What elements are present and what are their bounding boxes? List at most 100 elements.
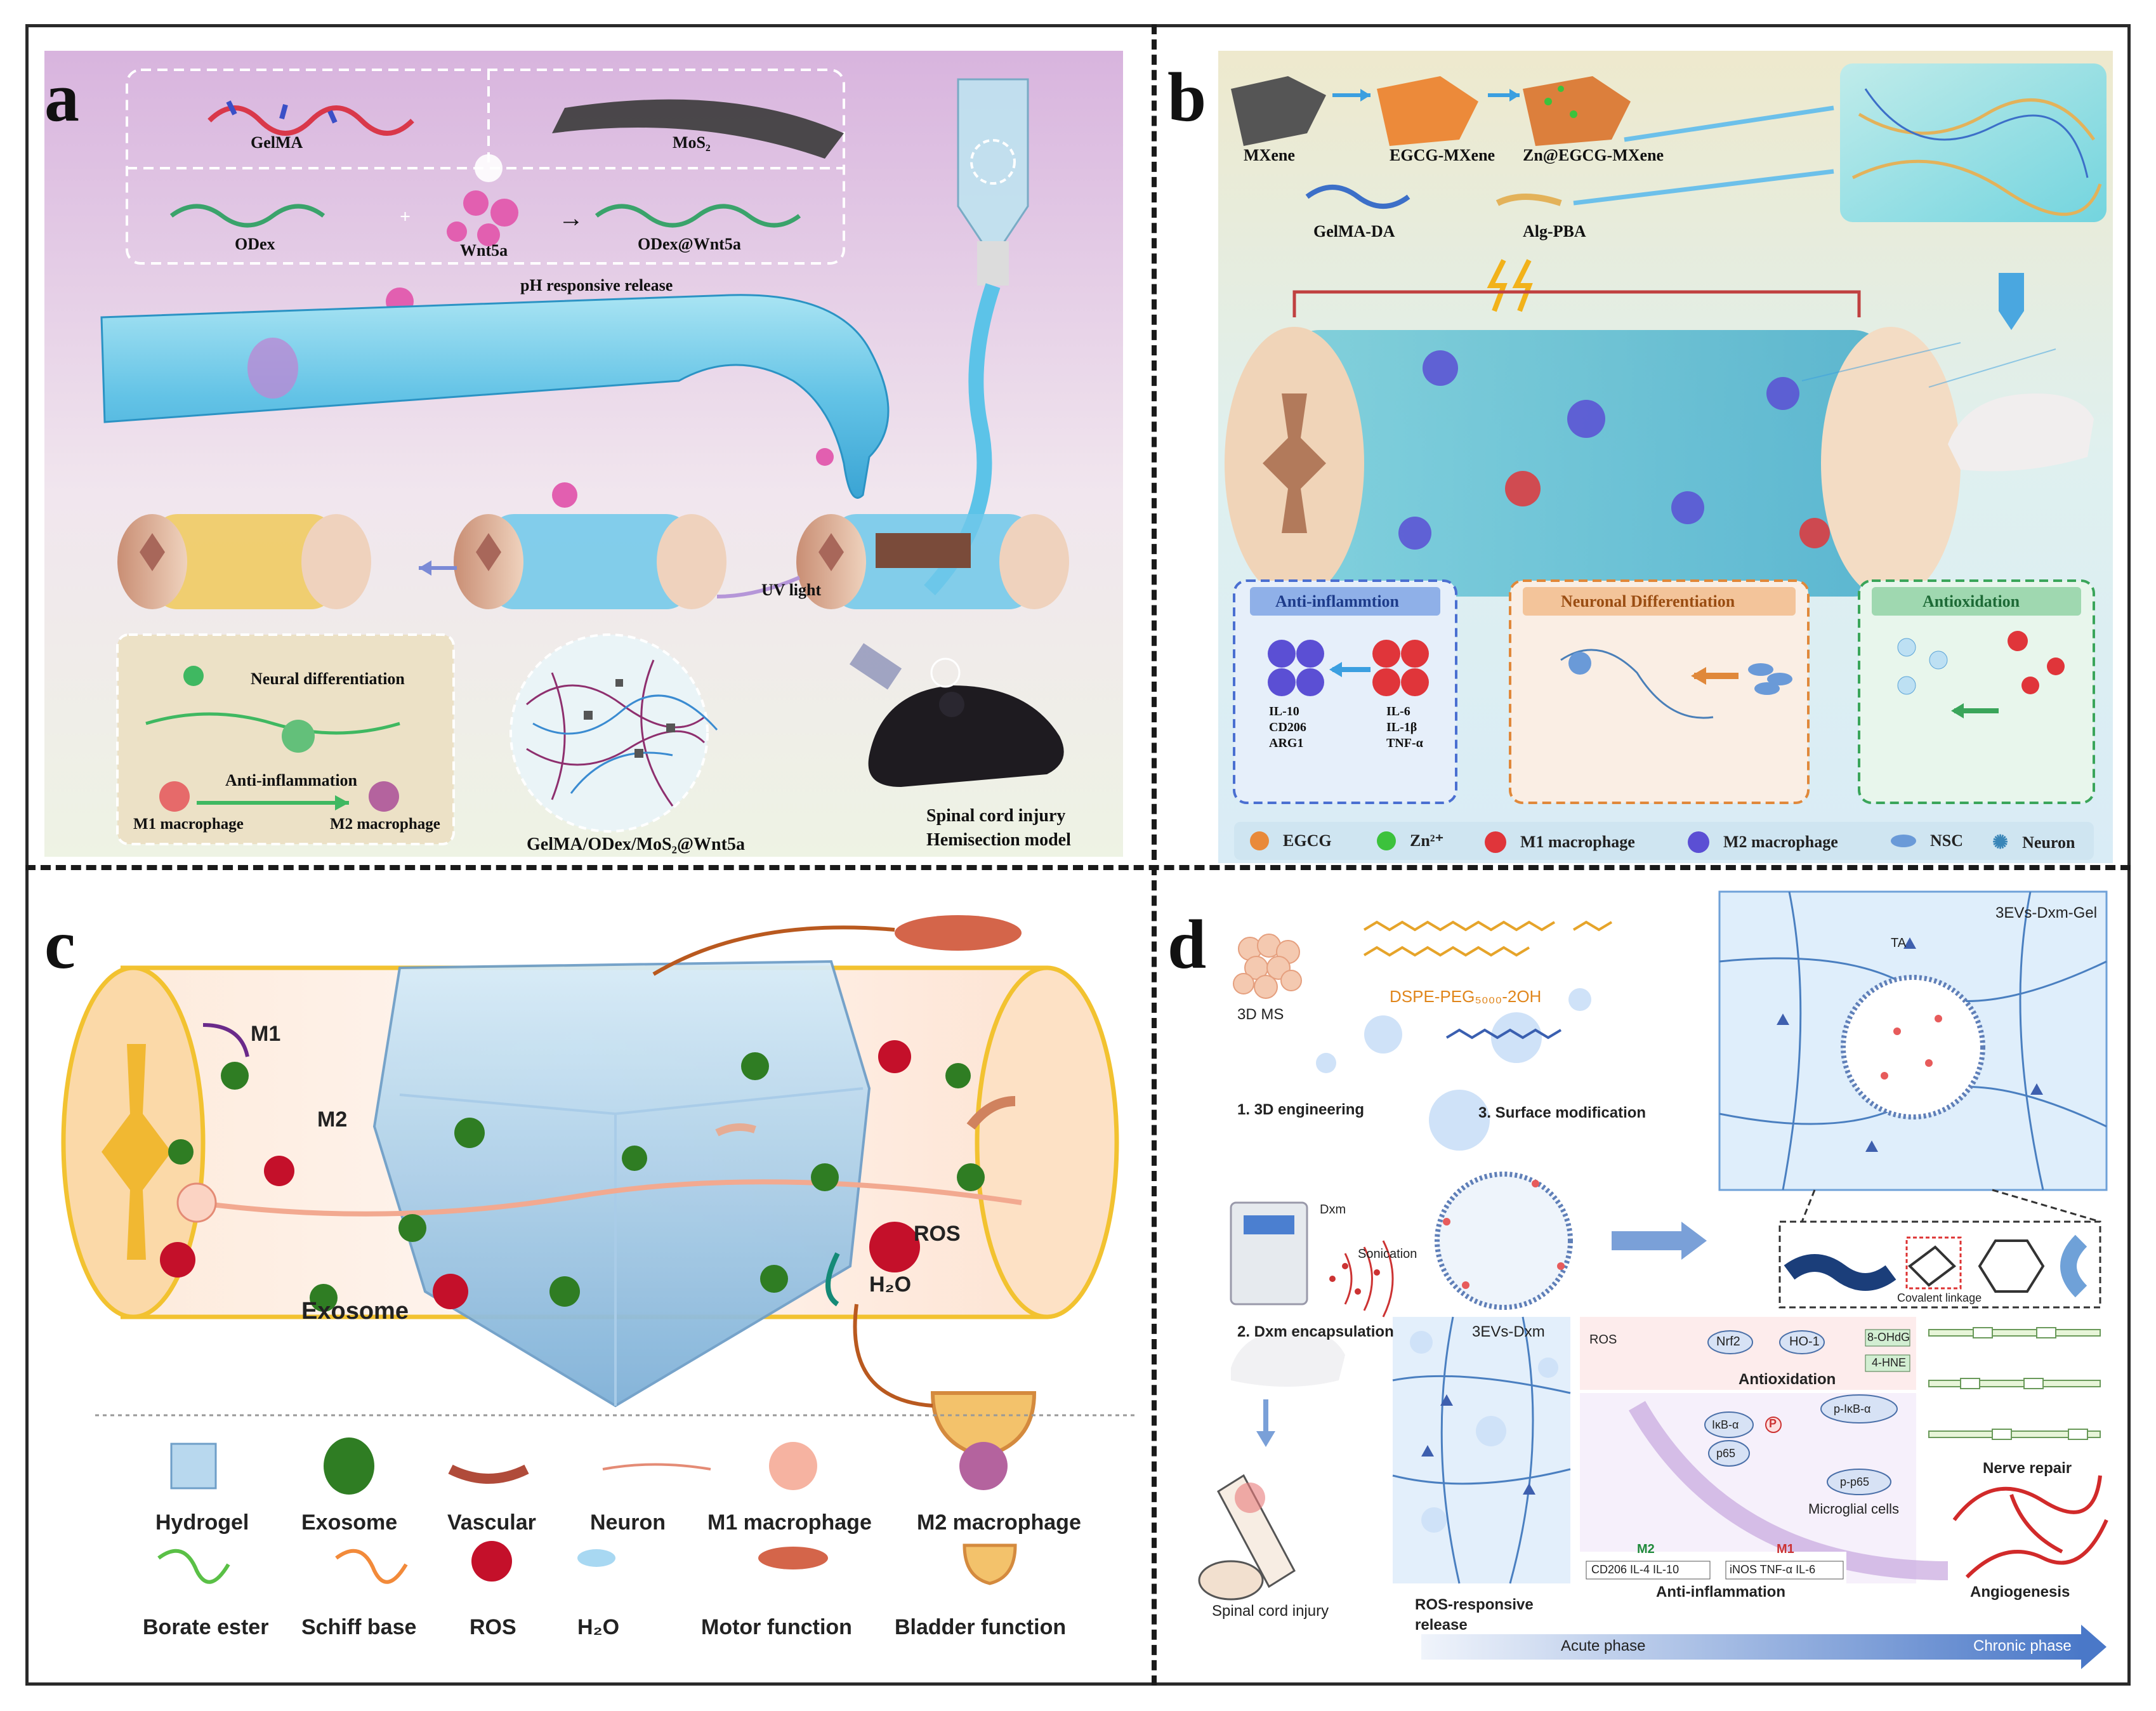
legend-c-hydrogel: Hydrogel: [155, 1510, 249, 1535]
horizontal-divider: [25, 865, 2131, 870]
panel-d-art: [1198, 890, 2108, 1669]
label-antioxidation: Antioxidation: [1739, 1371, 1836, 1388]
m2-marker-3: ARG1: [1269, 736, 1304, 750]
panel-b-art: [1218, 51, 2113, 863]
label-angiogenesis: Angiogenesis: [1970, 1583, 2070, 1601]
legend-c-h2o: H₂O: [577, 1615, 620, 1639]
m1-swatch: [1485, 831, 1506, 853]
label-composite: GelMA/ODex/MoS₂@Wnt5a: [527, 835, 745, 854]
egcg-swatch: [1250, 831, 1269, 850]
nsc-swatch: [1891, 835, 1916, 847]
label-ros-release-1: ROS-responsive: [1415, 1596, 1534, 1613]
legend-c-ros: ROS: [470, 1615, 516, 1639]
label-neural-diff: Neural differentiation: [251, 670, 405, 688]
label-p: P: [1769, 1417, 1777, 1430]
label-anti-inflam: Anti-inflammation: [225, 771, 357, 789]
legend-neuron: ✺Neuron: [1992, 831, 2075, 854]
label-dxm: Dxm: [1320, 1203, 1346, 1217]
label-arrow: →: [558, 204, 584, 232]
label-sci-d: Spinal cord injury: [1212, 1602, 1329, 1620]
m1-marker-3: TNF-α: [1386, 736, 1423, 750]
label-step3: 3. Surface modification: [1478, 1104, 1647, 1121]
legend-c-exosome: Exosome: [301, 1510, 398, 1535]
label-d-m2: M2: [1637, 1542, 1655, 1556]
panel-c-letter: c: [44, 906, 76, 983]
label-m2-markers: CD206 IL-4 IL-10: [1591, 1563, 1679, 1576]
legend-m1-label: M1 macrophage: [1520, 833, 1635, 851]
m2-marker-1: IL-10: [1269, 704, 1299, 718]
label-nerve-repair: Nerve repair: [1983, 1460, 2072, 1477]
panel-d-letter: d: [1167, 906, 1207, 983]
label-3d-ms: 3D MS: [1237, 1006, 1284, 1023]
panel-c: c M1 M2 ROS H₂O Exosome Hydrogel Exosome…: [44, 885, 1145, 1682]
label-gelma-da: GelMA-DA: [1313, 222, 1395, 241]
legend-c-bladder: Bladder function: [895, 1615, 1067, 1639]
label-step1: 1. 3D engineering: [1237, 1101, 1365, 1118]
label-pp65: p-p65: [1840, 1476, 1870, 1488]
label-ros-path: ROS: [1589, 1333, 1617, 1347]
legend-m2-label: M2 macrophage: [1723, 833, 1838, 851]
vertical-divider: [1152, 24, 1157, 1686]
label-p65: p65: [1716, 1447, 1736, 1460]
label-nrf2: Nrf2: [1716, 1335, 1740, 1349]
label-ros-release-2: release: [1415, 1616, 1468, 1634]
label-ho1: HO-1: [1789, 1335, 1820, 1349]
panel-b-letter: b: [1167, 58, 1207, 136]
label-sonication: Sonication: [1358, 1247, 1417, 1261]
label-c-exosome: Exosome: [301, 1298, 409, 1325]
legend-m2: M2 macrophage: [1688, 831, 1838, 853]
zn-swatch: [1377, 831, 1396, 850]
label-c-m1: M1: [251, 1022, 281, 1046]
label-4hne: 4-HNE: [1872, 1356, 1907, 1369]
label-sci-line2: Hemisection model: [926, 830, 1071, 850]
panel-a: a GelMA MoS₂ ODex + Wnt5a → ODex@Wnt5a p…: [44, 51, 1123, 857]
m1-marker-1: IL-6: [1386, 704, 1410, 718]
label-wnt5a: Wnt5a: [460, 241, 508, 260]
legend-nsc: NSC: [1891, 831, 1963, 850]
figure-frame: [25, 24, 2131, 1686]
legend-c-vascular: Vascular: [447, 1510, 536, 1535]
label-sci-line1: Spinal cord injury: [926, 806, 1066, 826]
box-title-antioxidation: Antioxidation: [1923, 592, 2020, 611]
legend-egcg: EGCG: [1250, 831, 1332, 850]
label-ikba: IκB-α: [1712, 1418, 1739, 1431]
label-m2-macrophage: M2 macrophage: [330, 816, 440, 833]
label-ph-release: pH responsive release: [520, 276, 673, 294]
label-plus: +: [400, 206, 411, 227]
label-3evs-dxm: 3EVs-Dxm: [1472, 1323, 1545, 1340]
label-ta-gel: TA: [1891, 936, 1907, 950]
label-odex-wnt5a: ODex@Wnt5a: [638, 235, 741, 253]
label-anti-inflam-d: Anti-inflammation: [1656, 1583, 1785, 1601]
legend-c-schiff: Schiff base: [301, 1615, 417, 1639]
legend-egcg-label: EGCG: [1283, 831, 1332, 850]
legend-c-m1: M1 macrophage: [707, 1510, 872, 1535]
m2-marker-2: CD206: [1269, 720, 1306, 734]
legend-nsc-label: NSC: [1930, 831, 1964, 850]
label-odex: ODex: [235, 235, 275, 253]
panel-a-art: [44, 51, 1123, 857]
legend-zn: Zn²⁺: [1377, 831, 1443, 850]
legend-c-m2: M2 macrophage: [917, 1510, 1081, 1535]
label-3evs-dxm-gel: 3EVs-Dxm-Gel: [1995, 904, 2098, 922]
label-covalent: Covalent linkage: [1897, 1292, 1982, 1304]
label-mos2: MoS₂: [673, 133, 711, 152]
label-uv-light: UV light: [761, 581, 822, 599]
panel-d: d 3D MS DSPE-PEG₅₀₀₀-2OH 1. 3D engineeri…: [1167, 885, 2113, 1682]
m2-swatch: [1688, 831, 1709, 853]
label-m1-macrophage: M1 macrophage: [133, 816, 244, 833]
m1-marker-2: IL-1β: [1386, 720, 1417, 734]
neuron-icon: ✺: [1992, 832, 2009, 853]
legend-c-borate: Borate ester: [143, 1615, 269, 1639]
box-title-anti-inflammation: Anti-inflammtion: [1275, 592, 1399, 611]
label-acute-phase: Acute phase: [1561, 1637, 1646, 1655]
box-title-neuronal-diff: Neuronal Differentiation: [1561, 592, 1735, 611]
label-zn-egcg-mxene: Zn@EGCG-MXene: [1523, 146, 1664, 164]
label-mxene: MXene: [1244, 146, 1295, 164]
label-gelma: GelMA: [251, 133, 303, 152]
panel-c-art: [61, 915, 1136, 1585]
label-dspe: DSPE-PEG₅₀₀₀-2OH: [1390, 987, 1542, 1006]
panel-a-letter: a: [44, 58, 79, 136]
label-alg-pba: Alg-PBA: [1523, 222, 1586, 241]
label-d-m1: M1: [1777, 1542, 1794, 1556]
legend-m1: M1 macrophage: [1485, 831, 1635, 853]
